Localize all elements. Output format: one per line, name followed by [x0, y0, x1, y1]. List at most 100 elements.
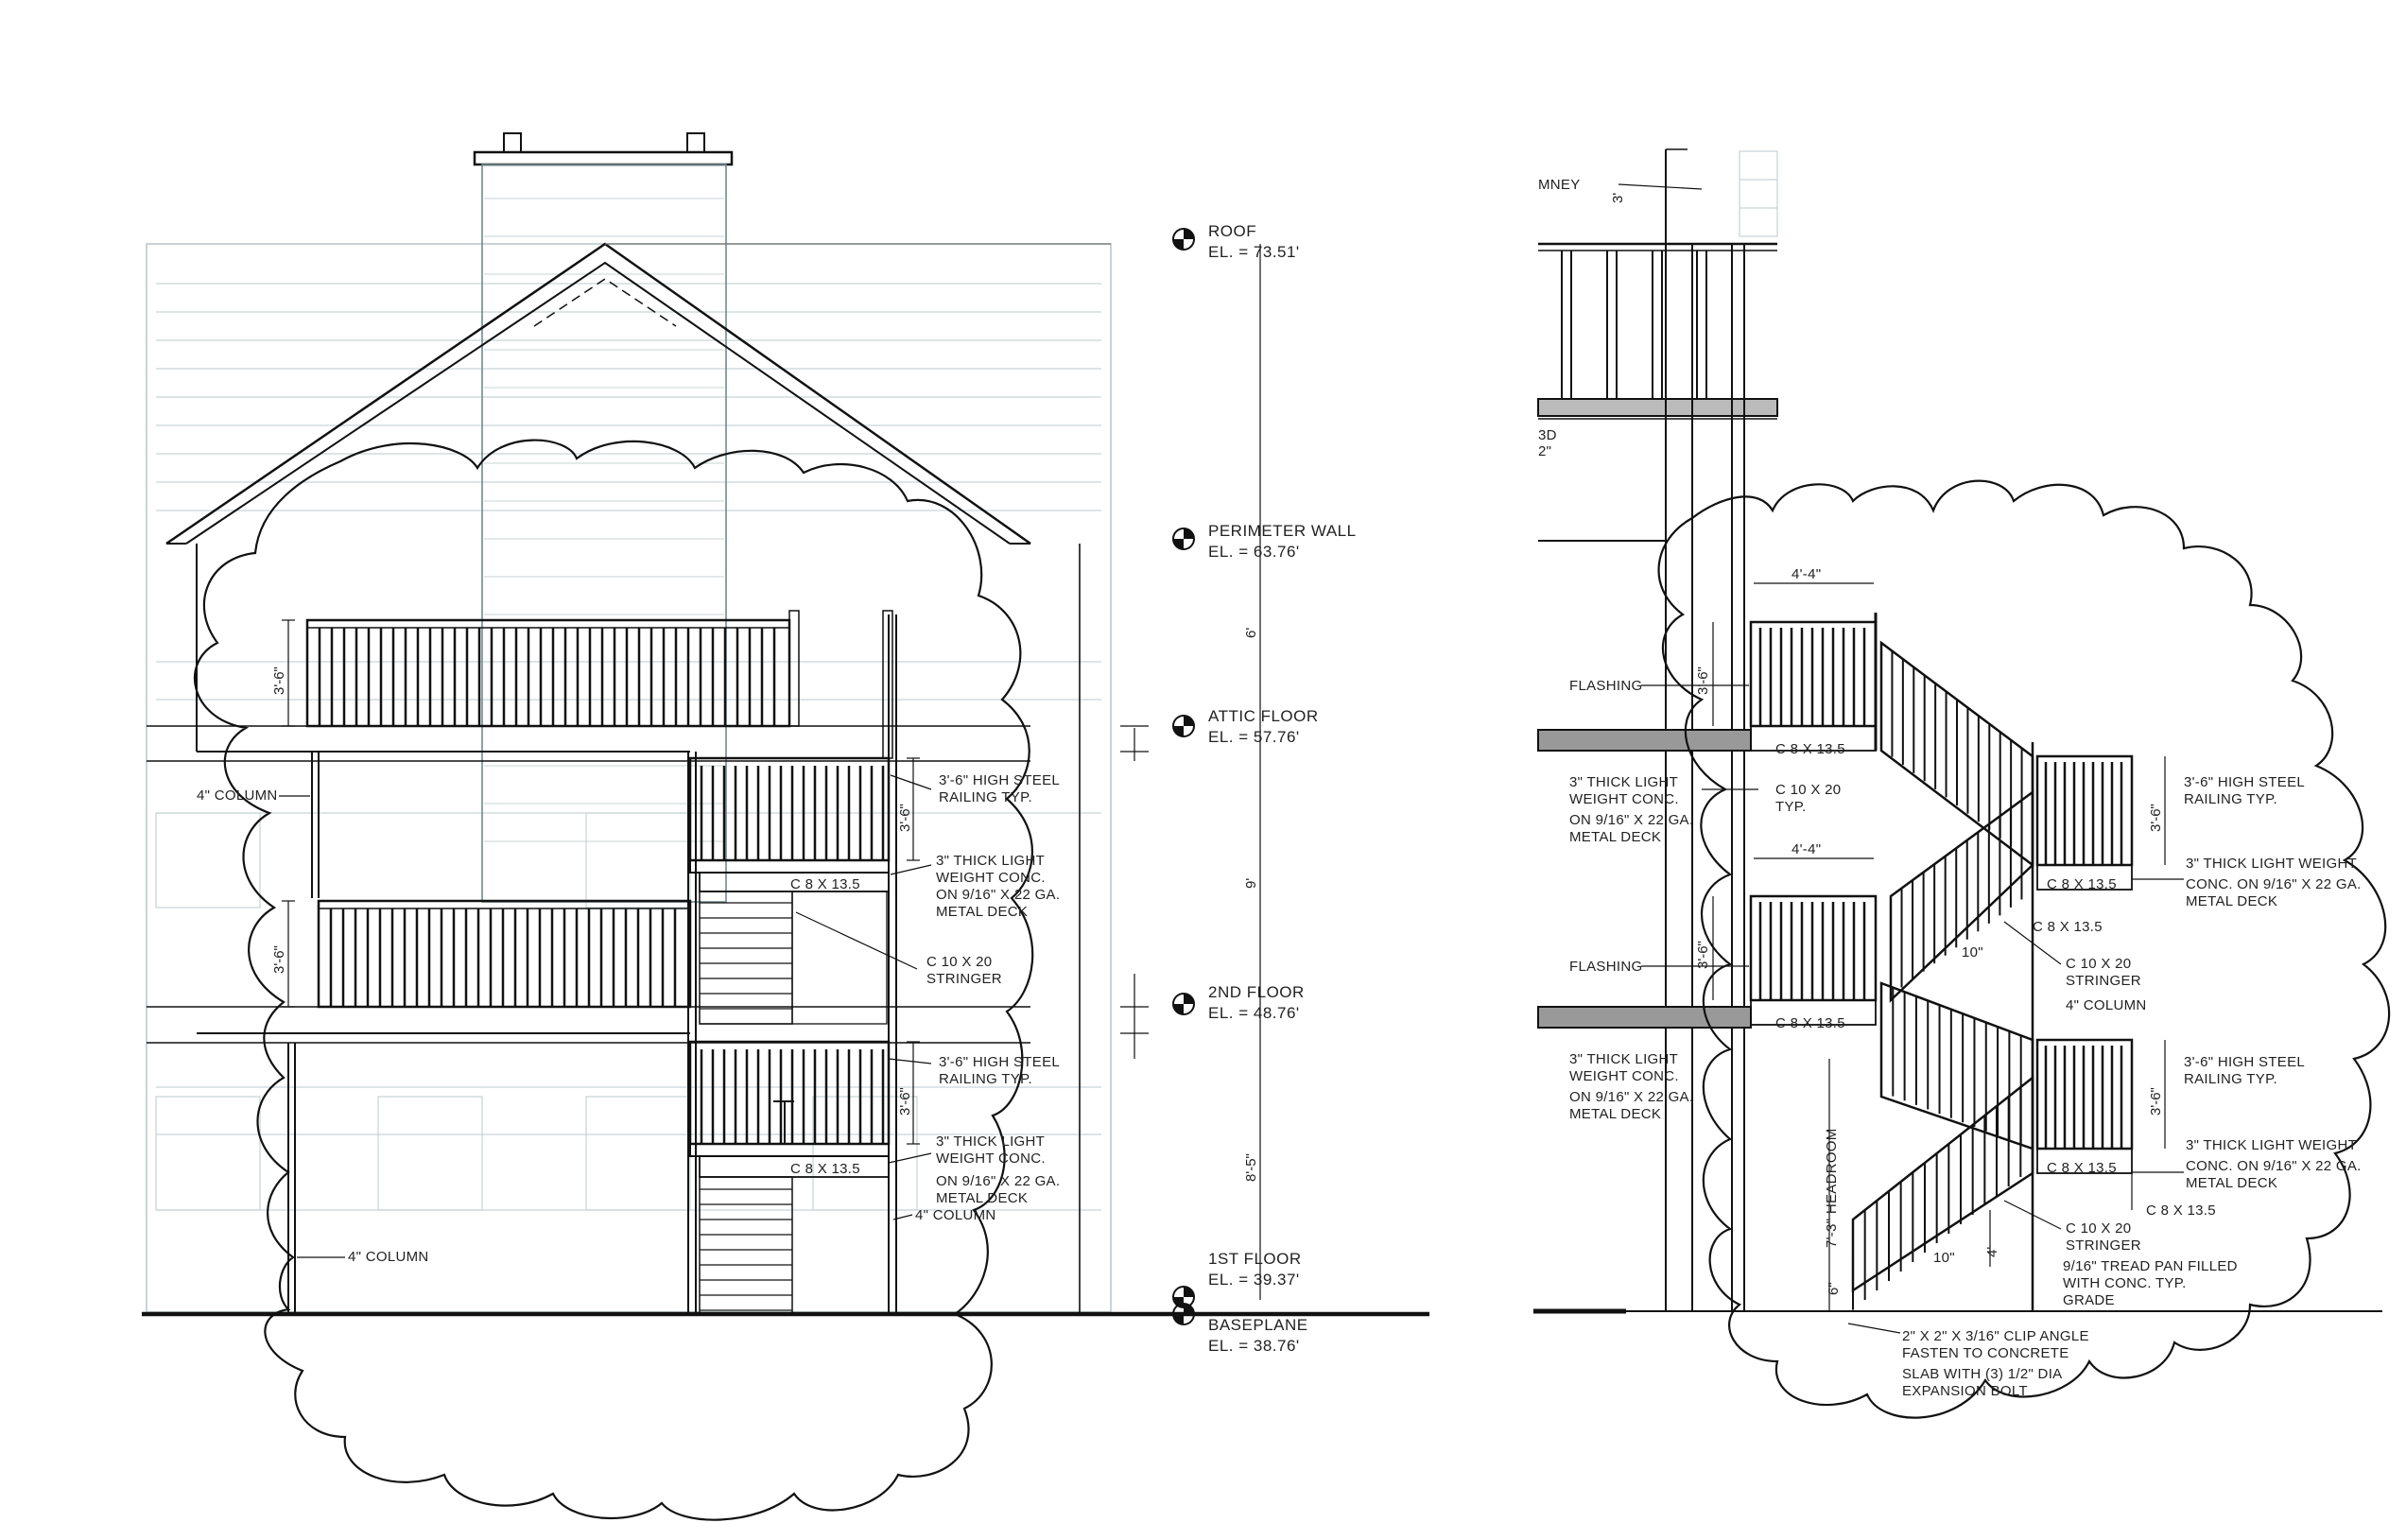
rail-height-dims	[282, 619, 920, 1145]
stair-flights	[1851, 640, 2034, 1309]
r-bd2: 2"	[1538, 443, 1551, 459]
dim-9ft: 9'	[1243, 878, 1259, 889]
elevation-markers	[1120, 228, 1261, 1325]
note-rail-lower-2: RAILING TYP.	[939, 1071, 1032, 1087]
elevation-marker-fill	[1173, 1304, 1194, 1324]
level-2nd-name: 2ND FLOOR	[1208, 983, 1305, 1001]
right-section	[1533, 148, 2391, 1419]
r-deck-l2-4: METAL DECK	[1569, 1106, 1661, 1122]
stair-landing-upper	[688, 610, 893, 892]
level-attic-name: ATTIC FLOOR	[1208, 707, 1319, 725]
level-base-name: BASEPLANE	[1208, 1316, 1308, 1334]
note-deck-upper-2: WEIGHT CONC.	[936, 870, 1046, 886]
r-angle-1: 2" X 2" X 3/16" CLIP ANGLE	[1902, 1328, 2089, 1344]
r-column: 4" COLUMN	[2066, 997, 2147, 1013]
dim-6ft: 6'	[1243, 628, 1259, 638]
tower-columns	[1538, 244, 1745, 1311]
r-deck-l2-2: WEIGHT CONC.	[1569, 1068, 1679, 1084]
r-c10-2: TYP.	[1775, 799, 1807, 815]
r-rail-r1-2: RAILING TYP.	[2184, 791, 2277, 807]
r-bd: 3D	[1538, 427, 1557, 443]
level-perimeter-name: PERIMETER WALL	[1208, 522, 1357, 540]
r-beam-upper: C 8 X 13.5	[1775, 741, 1845, 757]
elevation-marker-fill	[1173, 528, 1194, 549]
level-base-el: EL. = 38.76'	[1208, 1337, 1300, 1355]
second-floor-railing	[317, 899, 692, 1009]
r-deck-r1-1: 3" THICK LIGHT WEIGHT	[2186, 856, 2357, 872]
r-rise-2: 6"	[1826, 1282, 1842, 1295]
note-deck-upper-1: 3" THICK LIGHT	[936, 853, 1045, 869]
r-rail-r2-1: 3'-6" HIGH STEEL	[2184, 1054, 2305, 1070]
r-beam-landing-4: C 8 X 13.5	[2146, 1203, 2216, 1219]
r-angle-4: EXPANSION BOLT	[1902, 1383, 2028, 1399]
r-deck-l1-3: ON 9/16" X 22 GA.	[1569, 812, 1693, 828]
note-stringer-1: C 10 X 20	[926, 954, 992, 970]
r-rail-h-3: 3'-6"	[2148, 804, 2164, 832]
r-flashing-upper: FLASHING	[1569, 678, 1642, 694]
note-deck-upper-3: ON 9/16" X 22 GA.	[936, 887, 1060, 903]
columns	[287, 614, 897, 1314]
r-deck-r2-3: METAL DECK	[2186, 1175, 2277, 1191]
r-deck-l1-4: METAL DECK	[1569, 829, 1661, 845]
revision-cloud-right	[1657, 479, 2391, 1419]
level-attic-el: EL. = 57.76'	[1208, 728, 1300, 746]
leader-lines	[279, 774, 932, 1258]
r-tread-2: WITH CONC. TYP.	[2063, 1275, 2187, 1291]
r-stringer-r2-2: STRINGER	[2066, 1237, 2141, 1254]
level-1st-el: EL. = 39.37'	[1208, 1271, 1300, 1289]
r-tread-10-2: 10"	[1933, 1250, 1955, 1266]
r-deck-r2-2: CONC. ON 9/16" X 22 GA.	[2186, 1158, 2362, 1174]
r-stringer-r2-1: C 10 X 20	[2066, 1220, 2131, 1237]
upper-deck	[1537, 148, 1778, 420]
note-beam-upper: C 8 X 13.5	[790, 876, 860, 892]
dim-rail-2: 3'-6"	[271, 945, 287, 974]
r-beam-landing-2: C 8 X 13.5	[2033, 919, 2103, 935]
dim-rail-3: 3'-6"	[897, 804, 913, 832]
note-beam-lower: C 8 X 13.5	[790, 1161, 860, 1177]
r-width-upper: 4'-4"	[1792, 566, 1821, 582]
note-deck-lower-1: 3" THICK LIGHT	[936, 1133, 1045, 1150]
note-column-top: 4" COLUMN	[197, 787, 278, 804]
r-deck-l2-3: ON 9/16" X 22 GA.	[1569, 1089, 1693, 1105]
r-angle-3: SLAB WITH (3) 1/2" DIA	[1902, 1366, 2062, 1382]
r-deck-l1-2: WEIGHT CONC.	[1569, 791, 1679, 807]
level-1st-name: 1ST FLOOR	[1208, 1250, 1302, 1268]
r-chimney-dim: 3'	[1610, 193, 1626, 203]
level-perimeter-el: EL. = 63.76'	[1208, 543, 1300, 561]
stair-treads	[699, 891, 888, 1315]
r-tread-10-1: 10"	[1962, 944, 1983, 960]
note-rail-upper-2: RAILING TYP.	[939, 789, 1032, 805]
note-deck-lower-2: WEIGHT CONC.	[936, 1151, 1046, 1167]
elevation-marker-fill	[1173, 1287, 1194, 1307]
level-roof-name: ROOF	[1208, 222, 1256, 240]
r-rail-h-4: 3'-6"	[2148, 1087, 2164, 1116]
stair-landing-lower	[688, 1040, 891, 1178]
right-dims	[1641, 582, 2184, 1334]
note-deck-lower-3: ON 9/16" X 22 GA.	[936, 1173, 1060, 1189]
r-deck-r2-1: 3" THICK LIGHT WEIGHT	[2186, 1137, 2357, 1153]
attic-railing	[305, 610, 800, 728]
right-section-railings	[1749, 613, 2134, 1311]
note-rail-upper-1: 3'-6" HIGH STEEL	[939, 772, 1060, 788]
note-stringer-2: STRINGER	[926, 971, 1002, 987]
elevation-marker-fill	[1173, 716, 1194, 736]
r-width-lower: 4'-4"	[1792, 841, 1821, 857]
r-beam-landing-3: C 8 X 13.5	[2047, 1160, 2117, 1176]
r-tread-3: GRADE	[2063, 1292, 2115, 1308]
elevation-marker-fill	[1173, 994, 1194, 1014]
r-stringer-r1-1: C 10 X 20	[2066, 956, 2131, 972]
revision-cloud-left	[193, 439, 1034, 1521]
note-deck-upper-4: METAL DECK	[936, 904, 1028, 920]
elevation-marker-fill	[1173, 229, 1194, 250]
level-2nd-el: EL. = 48.76'	[1208, 1004, 1300, 1022]
r-deck-r1-3: METAL DECK	[2186, 893, 2277, 909]
r-c10-1: C 10 X 20	[1775, 782, 1841, 798]
note-column-bottom: 4" COLUMN	[348, 1249, 429, 1265]
note-column-right: 4" COLUMN	[915, 1207, 996, 1223]
r-flashing-lower: FLASHING	[1569, 959, 1642, 975]
r-beam-landing-1: C 8 X 13.5	[2047, 876, 2117, 892]
r-headroom: 7'-3" HEADROOM	[1824, 1128, 1840, 1248]
r-rail-r1-1: 3'-6" HIGH STEEL	[2184, 774, 2305, 790]
r-rise-1: 4'	[1984, 1247, 2000, 1257]
